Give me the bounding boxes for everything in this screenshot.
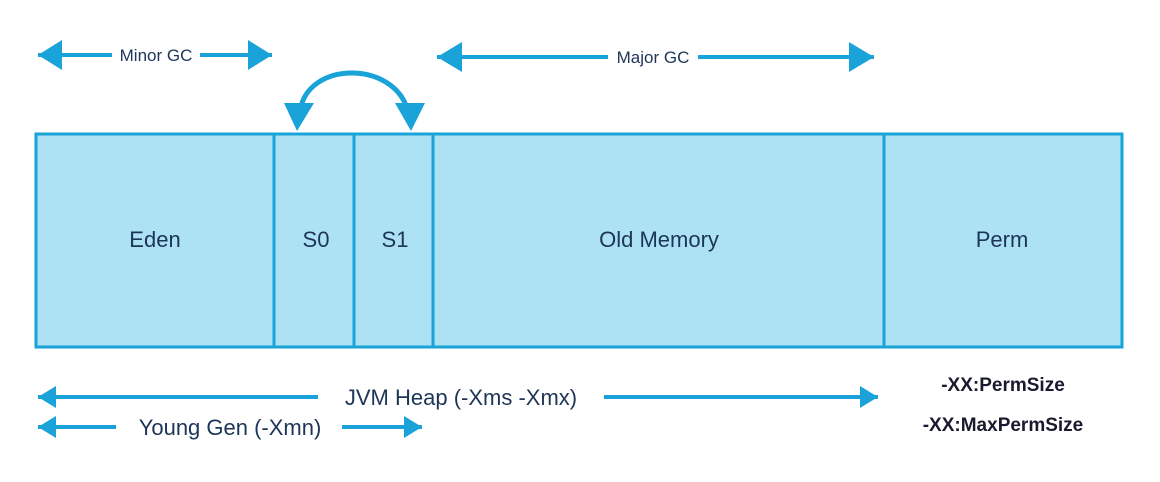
young-gen-arrow: [38, 416, 422, 438]
max-perm-size-flag: -XX:MaxPermSize: [923, 415, 1084, 436]
jvm-heap-label: JVM Heap (-Xms -Xmx): [345, 385, 577, 410]
perm-size-flag: -XX:PermSize: [941, 375, 1065, 396]
right-arrowhead-icon: [860, 386, 878, 408]
jvm-heap-arrow: [38, 386, 878, 408]
young-gen-label: Young Gen (-Xmn): [139, 415, 322, 440]
left-arrowhead-icon: [38, 386, 56, 408]
eden-region: [34, 132, 276, 349]
old-memory-label: Old Memory: [599, 227, 719, 252]
s0-label: S0: [303, 227, 330, 252]
right-arrowhead-icon: [404, 416, 422, 438]
perm-label: Perm: [976, 227, 1029, 252]
down-arrowhead-icon: [395, 103, 425, 131]
left-arrowhead-icon: [38, 40, 62, 70]
right-arrowhead-icon: [248, 40, 272, 70]
left-arrowhead-icon: [437, 42, 462, 72]
survivor-swap-arrow: [284, 70, 425, 131]
eden-label: Eden: [129, 227, 180, 252]
major-gc-arrow: [437, 42, 874, 72]
major-gc-label: Major GC: [617, 48, 690, 67]
s1-label: S1: [382, 227, 409, 252]
right-arrowhead-icon: [849, 42, 874, 72]
s0-region: [272, 132, 356, 349]
minor-gc-arrow: [38, 40, 272, 70]
heap-regions: [34, 132, 1124, 349]
left-arrowhead-icon: [38, 416, 56, 438]
minor-gc-label: Minor GC: [120, 46, 193, 65]
down-arrowhead-icon: [284, 103, 314, 131]
perm-region: [882, 132, 1124, 349]
